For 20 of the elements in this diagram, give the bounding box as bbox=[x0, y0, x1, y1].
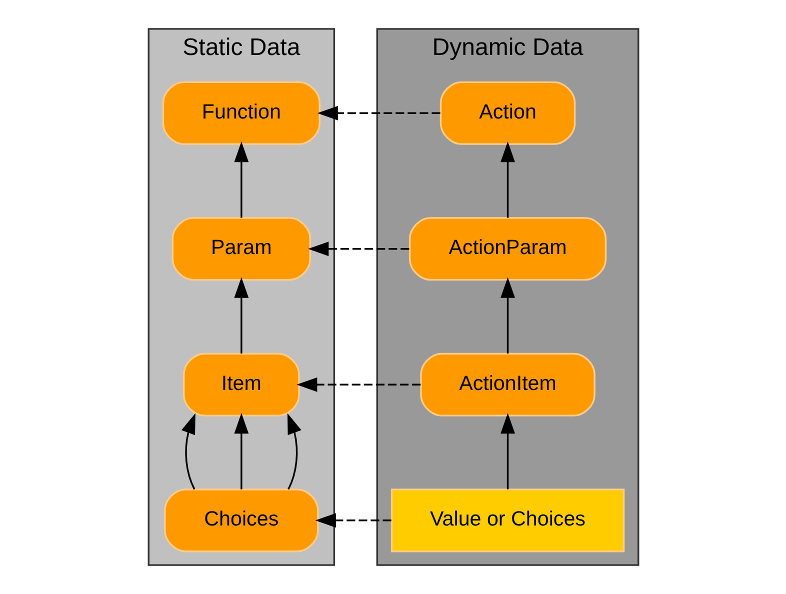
node-box: Value or Choices bbox=[390, 488, 624, 552]
node-box: ActionParam bbox=[408, 217, 606, 281]
arrow bbox=[308, 242, 409, 256]
arrow bbox=[180, 413, 195, 490]
arrow bbox=[500, 277, 514, 354]
arrow bbox=[234, 413, 248, 490]
node-box: Item bbox=[182, 352, 300, 416]
node-box: Param bbox=[171, 217, 311, 281]
arrow bbox=[234, 142, 248, 218]
arrow bbox=[500, 413, 514, 490]
arrow bbox=[296, 377, 420, 392]
node-box: Action bbox=[439, 81, 576, 145]
arrow bbox=[500, 142, 514, 218]
arrow bbox=[286, 413, 301, 490]
arrow bbox=[316, 106, 440, 120]
arrow bbox=[314, 513, 391, 528]
node-box: ActionItem bbox=[420, 352, 595, 416]
node-box: Function bbox=[162, 81, 320, 145]
node-box: Choices bbox=[164, 488, 318, 552]
arrow bbox=[234, 277, 248, 354]
